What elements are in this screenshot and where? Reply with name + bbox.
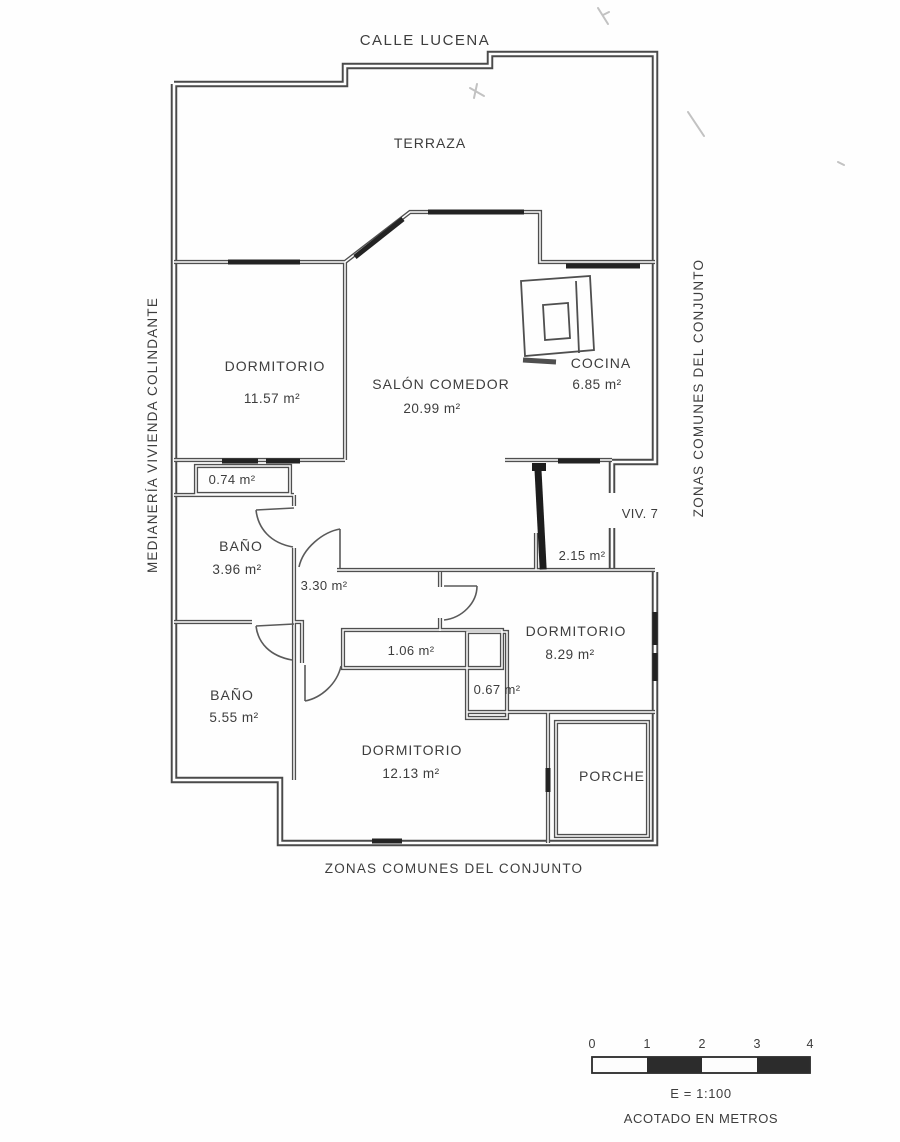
room-label-bedroom3: DORMITORIO bbox=[362, 742, 463, 758]
scale-bar: 0 1 2 3 4 E = 1:100 ACOTADO EN METROS bbox=[589, 1037, 814, 1126]
room-label-bedroom1: DORMITORIO bbox=[225, 358, 326, 374]
entry-door-hinge bbox=[532, 463, 546, 471]
door-bedroom3 bbox=[304, 665, 342, 702]
area-label-living: 20.99 m² bbox=[403, 401, 460, 416]
entry-door-leaf bbox=[534, 466, 547, 570]
room-label-living: SALÓN COMEDOR bbox=[372, 376, 509, 392]
doors bbox=[255, 463, 547, 702]
area-label-bath1: 3.96 m² bbox=[212, 562, 261, 577]
scale-ratio-label: E = 1:100 bbox=[670, 1086, 731, 1101]
area-label-hall: 3.30 m² bbox=[301, 578, 348, 593]
area-label-entry: 2.15 m² bbox=[559, 548, 606, 563]
room-label-bath2: BAÑO bbox=[210, 687, 254, 703]
door-hall-salon bbox=[298, 528, 341, 568]
scale-units-label: ACOTADO EN METROS bbox=[624, 1111, 778, 1126]
area-label-bedroom2: 8.29 m² bbox=[545, 647, 594, 662]
scan-artifacts bbox=[469, 7, 845, 166]
room-label-terraza: TERRAZA bbox=[394, 135, 466, 151]
area-label-bedroom3: 12.13 m² bbox=[382, 766, 439, 781]
room-label-bedroom2: DORMITORIO bbox=[526, 623, 627, 639]
scale-tick-0: 0 bbox=[589, 1037, 596, 1051]
scale-tick-4: 4 bbox=[807, 1037, 814, 1051]
door-bath1 bbox=[255, 507, 295, 548]
area-label-bedroom1: 11.57 m² bbox=[244, 391, 300, 406]
bottom-boundary-label: ZONAS COMUNES DEL CONJUNTO bbox=[325, 861, 583, 876]
kitchen-counter bbox=[520, 275, 595, 365]
room-label-porch: PORCHE bbox=[579, 768, 645, 784]
area-label-wardrobe-top: 0.74 m² bbox=[209, 472, 256, 487]
area-label-wardrobe-small: 0.67 m² bbox=[474, 682, 521, 697]
area-label-wardrobe-mid: 1.06 m² bbox=[388, 643, 435, 658]
outer-walls bbox=[170, 50, 659, 847]
door-bedroom2 bbox=[443, 585, 478, 621]
scale-tick-3: 3 bbox=[754, 1037, 761, 1051]
scale-bar-segment-dark2 bbox=[757, 1057, 810, 1073]
scale-tick-2: 2 bbox=[699, 1037, 706, 1051]
area-label-bath2: 5.55 m² bbox=[209, 710, 258, 725]
right-boundary-label: ZONAS COMUNES DEL CONJUNTO bbox=[691, 259, 706, 517]
area-label-kitchen: 6.85 m² bbox=[572, 377, 621, 392]
window-bars bbox=[222, 209, 658, 844]
left-boundary-label: MEDIANERÍA VIVIENDA COLINDANTE bbox=[145, 297, 160, 573]
scale-bar-border bbox=[591, 1056, 811, 1074]
room-label-bath1: BAÑO bbox=[219, 538, 263, 554]
street-label: CALLE LUCENA bbox=[360, 32, 491, 49]
unit-label: VIV. 7 bbox=[622, 506, 659, 521]
door-bath2 bbox=[255, 623, 295, 661]
scale-bar-segment-dark1 bbox=[647, 1057, 702, 1073]
kitchen-sink bbox=[542, 302, 571, 341]
scale-tick-1: 1 bbox=[644, 1037, 651, 1051]
room-label-kitchen: COCINA bbox=[571, 355, 631, 371]
labels: CALLE LUCENA TERRAZA DORMITORIO 11.57 m²… bbox=[145, 32, 706, 876]
